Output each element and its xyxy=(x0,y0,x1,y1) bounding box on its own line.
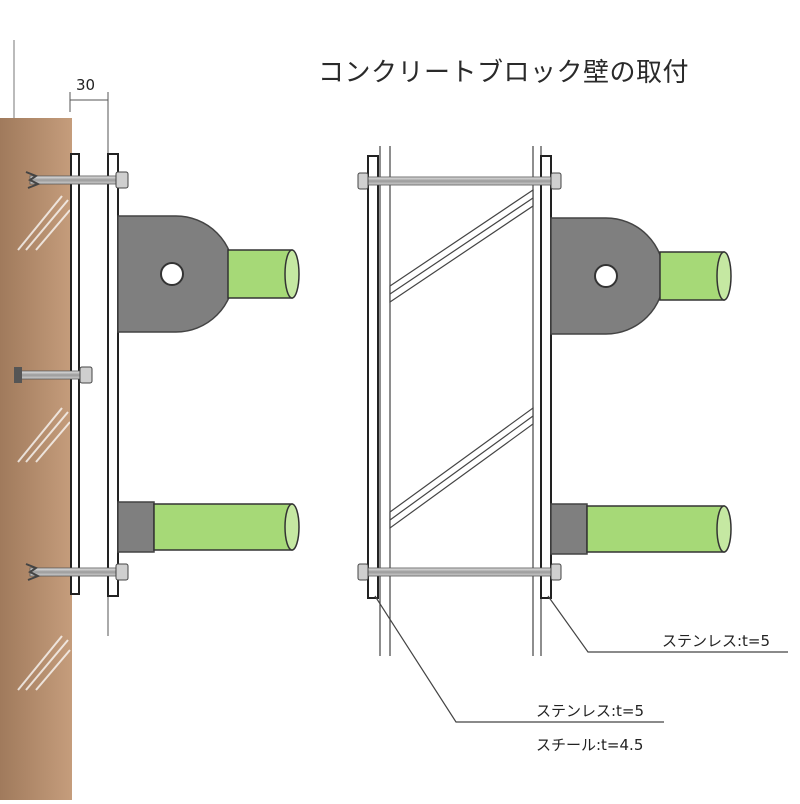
back-plate xyxy=(367,155,379,599)
pipe-sleeve-lower-right xyxy=(550,503,588,555)
diagram-title: コンクリートブロック壁の取付 xyxy=(318,58,690,88)
green-pipe-lower xyxy=(153,503,300,551)
green-pipe-lower-right xyxy=(586,505,732,553)
bracket-hole-upper-right xyxy=(594,264,618,288)
pipe-sleeve-lower xyxy=(117,501,155,553)
anchor-bolt-top xyxy=(25,171,129,189)
left-plate-label-a: ステンレス:t=5 xyxy=(536,702,645,720)
front-plate xyxy=(540,155,552,599)
through-bolt-bottom xyxy=(357,563,562,581)
wall-hatching xyxy=(17,195,71,691)
mounting-plate xyxy=(107,153,119,597)
leader-right-plate xyxy=(547,595,788,653)
dimension-label: 30 xyxy=(76,76,96,94)
anchor-bolt-middle xyxy=(14,366,93,384)
anchor-bolt-bottom xyxy=(25,563,129,581)
diagonal-brace-upper xyxy=(389,188,534,304)
right-view xyxy=(357,146,788,723)
left-view xyxy=(0,40,300,800)
left-plate-label-b: スチール:t=4.5 xyxy=(536,736,644,754)
green-pipe-upper xyxy=(227,249,300,299)
leader-left-plate xyxy=(374,595,664,723)
right-plate-label: ステンレス:t=5 xyxy=(662,632,771,650)
through-bolt-top xyxy=(357,172,562,190)
diagonal-brace-lower xyxy=(389,406,534,530)
green-pipe-upper-right xyxy=(659,251,732,301)
bracket-hole-upper xyxy=(160,262,184,286)
concrete-wall xyxy=(0,118,72,800)
